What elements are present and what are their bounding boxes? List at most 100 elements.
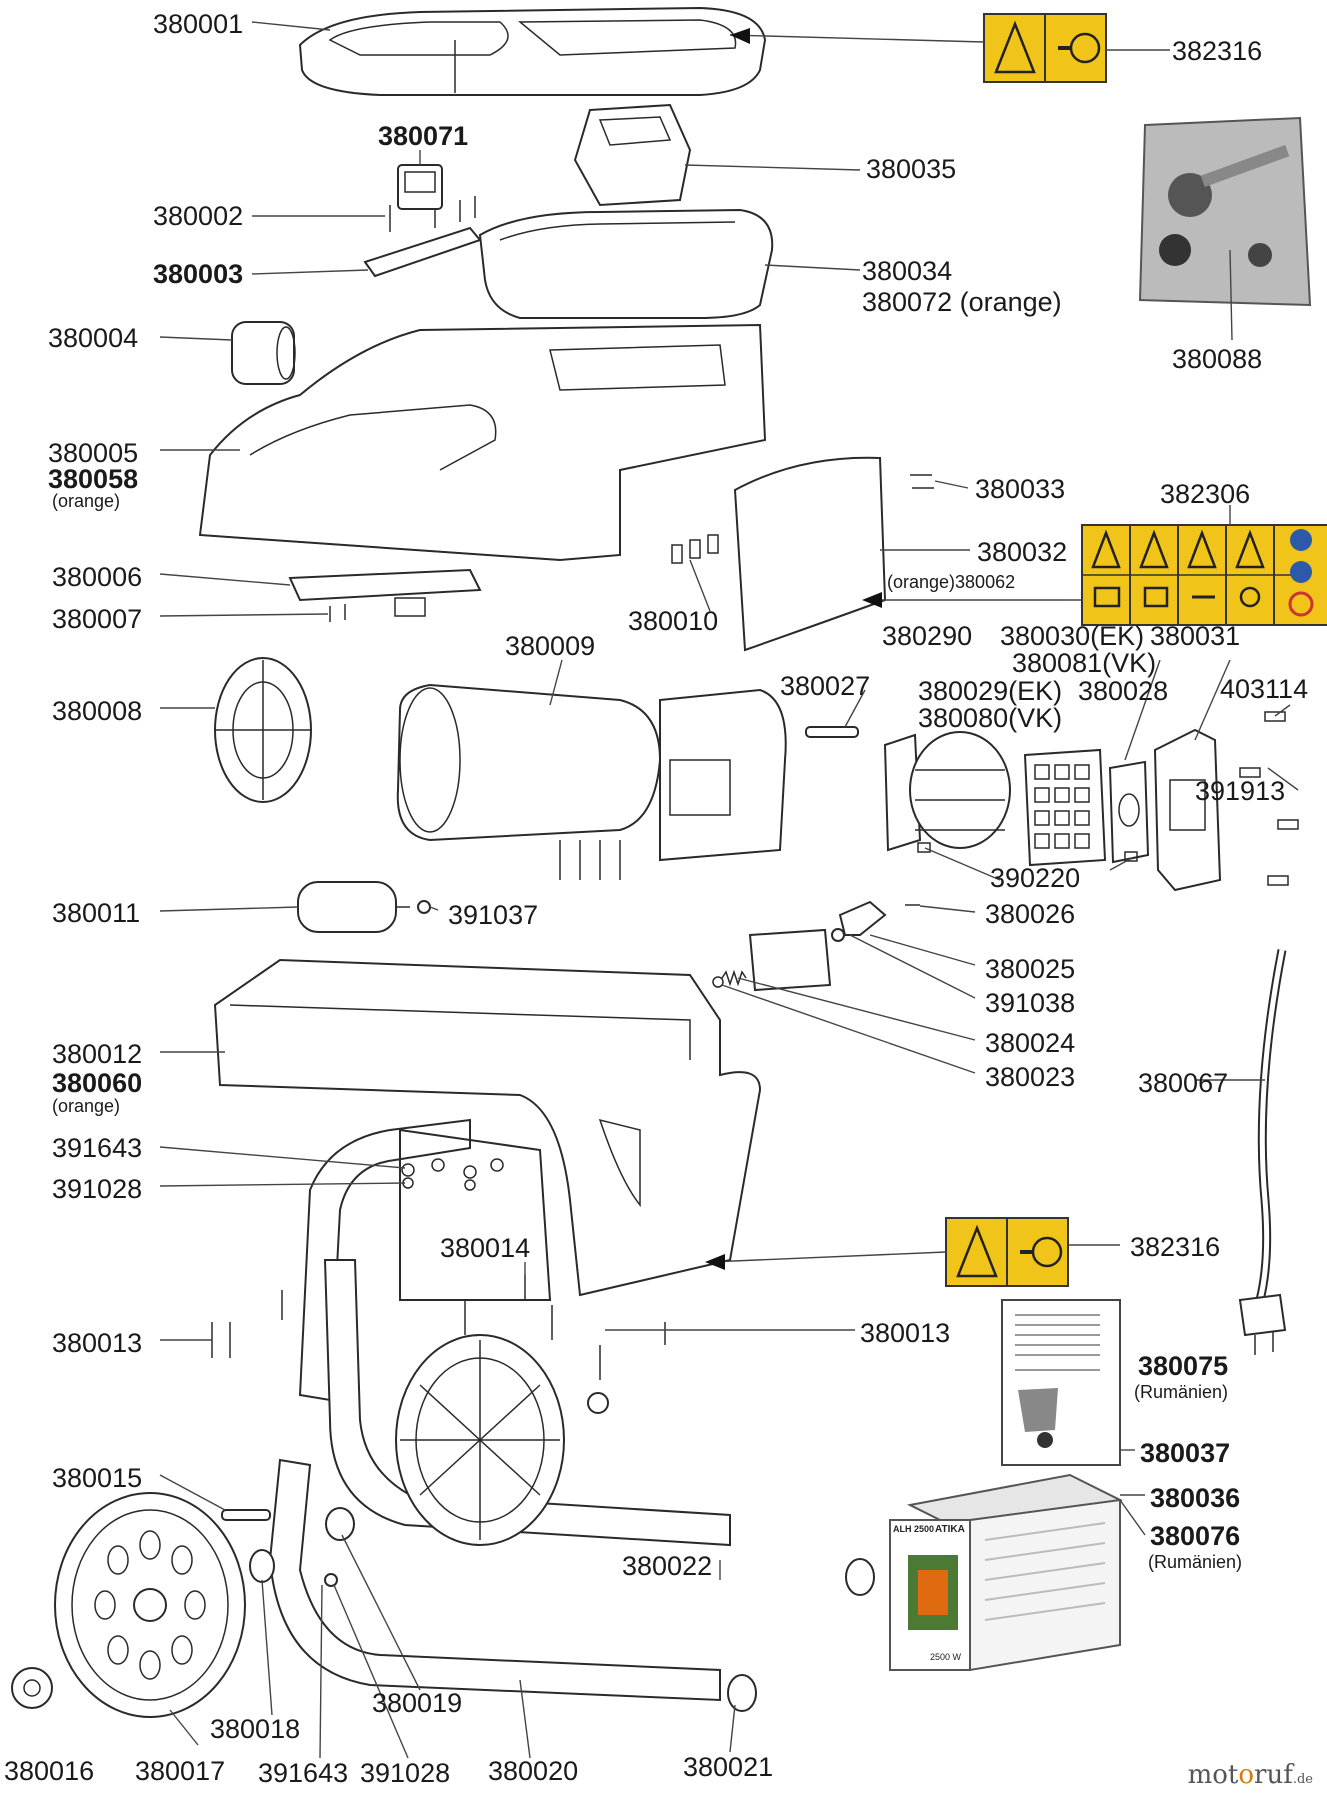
label-391038: 391038: [985, 988, 1075, 1018]
part-labels: 380001 382316 380071 380035 380002 38000…: [4, 9, 1308, 1788]
part-clips-380010: [671, 534, 719, 564]
part-screws-380002: [389, 196, 476, 232]
part-capacitor: [297, 881, 410, 933]
label-380030: 380030(EK): [1000, 621, 1144, 651]
label-380027: 380027: [780, 671, 870, 701]
label-380080: 380080(VK): [918, 703, 1062, 733]
watermark-post: ruf: [1254, 1760, 1293, 1790]
part-pin-380027: [805, 726, 859, 738]
label-380058: 380058: [48, 464, 138, 494]
part-funnel-chute: [573, 103, 692, 207]
label-380006: 380006: [52, 562, 142, 592]
label-380001: 380001: [153, 9, 243, 39]
part-accessory-bag: [1138, 116, 1312, 307]
label-391028-bottom: 391028: [360, 1758, 450, 1788]
label-380014: 380014: [440, 1233, 530, 1263]
label-380016: 380016: [4, 1756, 94, 1786]
label-382316-bottom: 382316: [1130, 1232, 1220, 1262]
label-380075-romania: (Rumänien): [1134, 1382, 1228, 1402]
label-380062-orange: (orange)380062: [887, 572, 1015, 592]
leader-lines: [159, 21, 1299, 1759]
label-380035: 380035: [866, 154, 956, 184]
part-main-housing: [198, 323, 767, 562]
label-380011: 380011: [52, 898, 140, 928]
part-screws-403114: [1239, 711, 1299, 886]
label-380037: 380037: [1140, 1438, 1230, 1468]
part-power-cable: [1238, 949, 1287, 1355]
part-screws-380033: [910, 474, 934, 489]
label-380029: 380029(EK): [918, 676, 1062, 706]
part-cutter-drum: [883, 731, 1011, 852]
part-lower-housing: [213, 958, 762, 1297]
label-380013-right: 380013: [860, 1318, 950, 1348]
label-391643-top: 391643: [52, 1133, 142, 1163]
label-403114: 403114: [1220, 674, 1308, 704]
label-380007: 380007: [52, 604, 142, 634]
label-380018: 380018: [210, 1714, 300, 1744]
label-380060: 380060: [52, 1068, 142, 1098]
part-380004: [231, 321, 296, 385]
label-380022: 380022: [622, 1551, 712, 1581]
label-391028-top: 391028: [52, 1174, 142, 1204]
part-bracket-380025: [748, 900, 920, 992]
part-product-box: ALH 2500 ATIKA 2500 W: [889, 1473, 1124, 1672]
part-grid-insert: [1023, 748, 1107, 867]
label-380017: 380017: [135, 1756, 225, 1786]
label-380015: 380015: [52, 1463, 142, 1493]
label-380025: 380025: [985, 954, 1075, 984]
part-manual: [1001, 1299, 1121, 1466]
part-axle-pin-380015: [221, 1509, 271, 1521]
part-screws-390220: [917, 842, 1138, 862]
label-380010: 380010: [628, 606, 718, 636]
box-power: 2500 W: [930, 1652, 962, 1662]
sticker-382316-top: [983, 13, 1107, 83]
watermark-tld: .de: [1292, 1772, 1313, 1787]
label-380076-romania: (Rumänien): [1148, 1552, 1242, 1572]
box-model: ALH 2500: [893, 1524, 934, 1534]
label-390220: 390220: [990, 863, 1080, 893]
label-380032: 380032: [977, 537, 1067, 567]
label-380019: 380019: [372, 1688, 462, 1718]
part-upper-housing: [478, 208, 774, 319]
label-380004: 380004: [48, 323, 138, 353]
part-motor: [396, 683, 787, 880]
label-380008: 380008: [52, 696, 142, 726]
label-380002: 380002: [153, 201, 243, 231]
label-380071: 380071: [378, 121, 468, 151]
label-380031: 380031: [1150, 621, 1240, 651]
part-spring-380024: [712, 969, 747, 988]
part-top-cover: [298, 6, 767, 96]
label-380021: 380021: [683, 1752, 773, 1782]
label-380013-left: 380013: [52, 1328, 142, 1358]
sticker-382306: [1081, 524, 1327, 626]
watermark-motoruf: motoruf.de: [1188, 1760, 1313, 1790]
box-brand: ATIKA: [935, 1524, 965, 1535]
watermark-o: o: [1238, 1760, 1255, 1790]
part-end-plate: [1153, 728, 1222, 892]
part-bushing-380018: [249, 1549, 275, 1583]
label-380028: 380028: [1078, 676, 1168, 706]
label-382316-top: 382316: [1172, 36, 1262, 66]
part-switch-plate: [363, 226, 482, 278]
watermark-pre: mot: [1187, 1760, 1239, 1790]
label-380005: 380005: [48, 438, 138, 468]
part-frame-tubes: [268, 1118, 875, 1712]
part-380006: [288, 568, 482, 617]
label-380072: 380072 (orange): [862, 287, 1062, 317]
label-380081: 380081(VK): [1012, 648, 1156, 678]
label-391913: 391913: [1195, 776, 1285, 806]
label-380058-orange: (orange): [52, 491, 120, 511]
label-380020: 380020: [488, 1756, 578, 1786]
part-bolts-380013: [211, 1290, 666, 1380]
label-380012: 380012: [52, 1039, 142, 1069]
label-380036: 380036: [1150, 1483, 1240, 1513]
label-382306: 382306: [1160, 479, 1250, 509]
label-380026: 380026: [985, 899, 1075, 929]
part-wheel: [54, 1492, 246, 1718]
label-380075: 380075: [1138, 1351, 1228, 1381]
part-inner-wheel: [395, 1334, 609, 1546]
part-nuts-391643: [401, 1158, 504, 1191]
part-collar-380019: [325, 1507, 355, 1541]
part-gasket: [1108, 760, 1150, 864]
